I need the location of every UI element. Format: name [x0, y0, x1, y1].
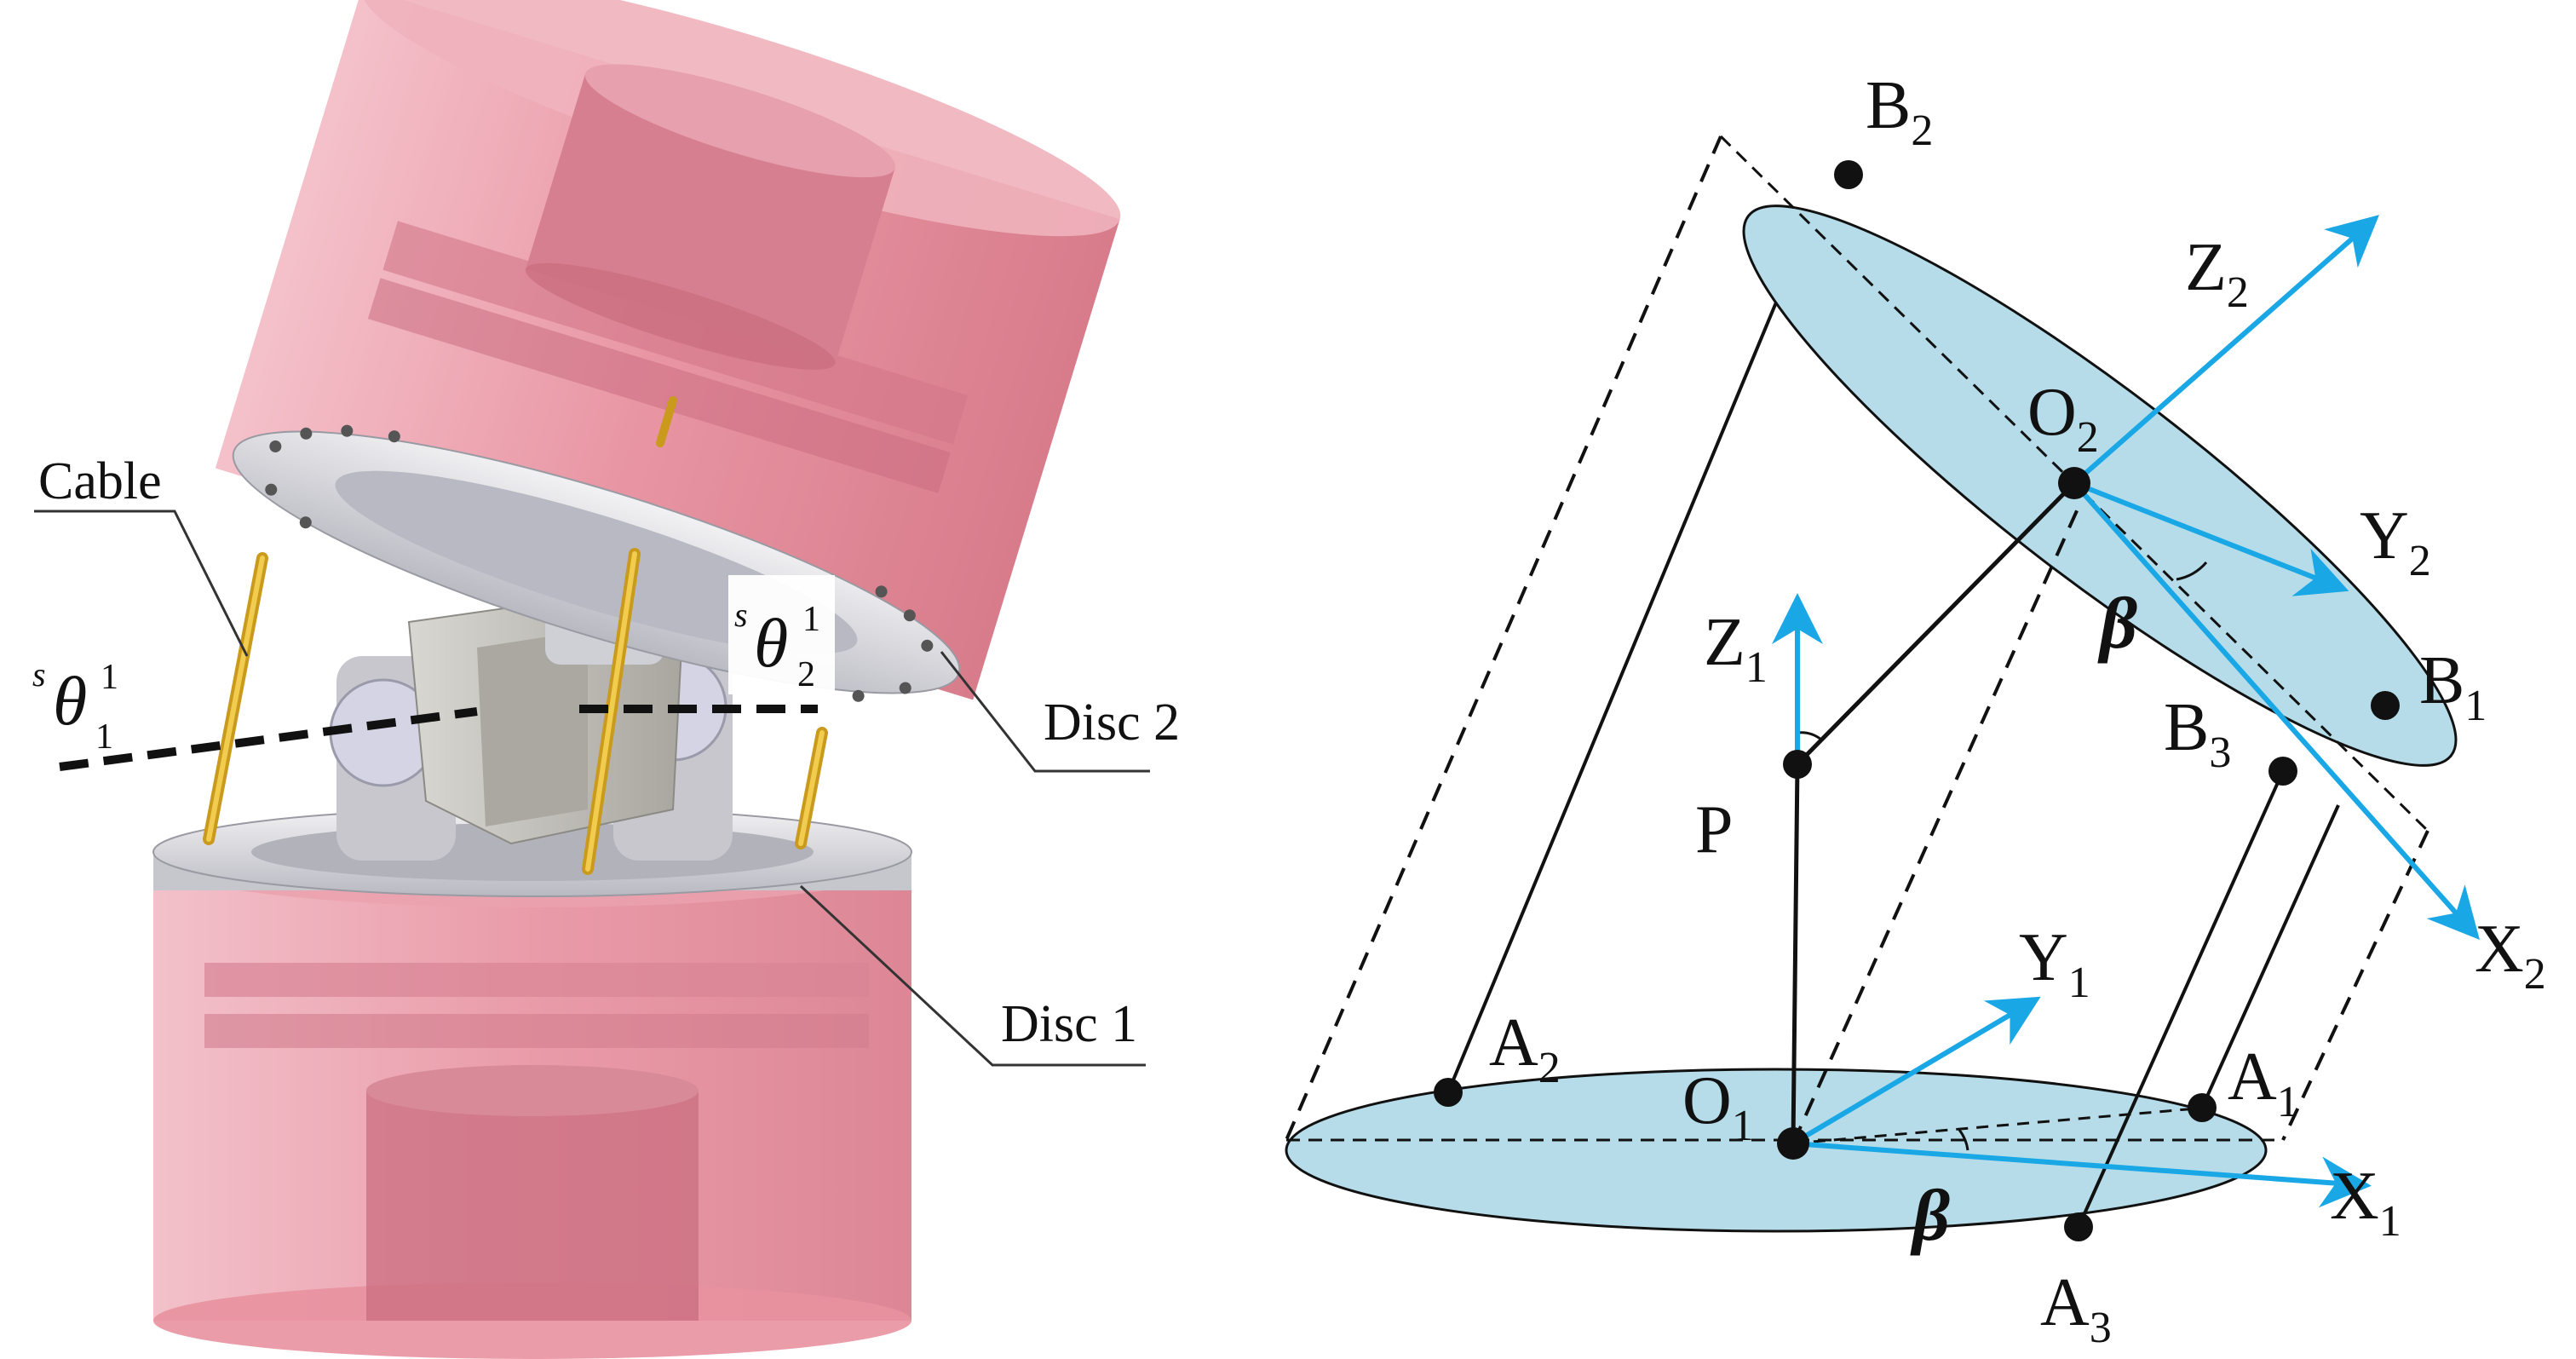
label-b3: B3	[2164, 690, 2231, 777]
disc1-leader-line	[799, 884, 1146, 1067]
label-x2: X2	[2475, 912, 2546, 999]
label-y2: Y2	[2360, 498, 2431, 585]
svg-text:1: 1	[95, 717, 113, 757]
cable-leader-line	[34, 510, 249, 657]
label-a2: A2	[1489, 1005, 1561, 1092]
theta2-label: s θ 1 2	[728, 575, 835, 694]
kinematic-schematic: B2 O2 B1 B3 P A2 O1 A1 A3 Z2 Y2 X2 Z1 Y1…	[1285, 68, 2546, 1352]
beta-label-lower: β	[1910, 1174, 1950, 1256]
theta1-dashed-line	[59, 707, 478, 771]
point-b3	[2268, 757, 2297, 786]
svg-text:1: 1	[101, 658, 118, 697]
label-z2: Z2	[2185, 230, 2249, 317]
label-o2: O2	[2027, 375, 2099, 462]
svg-text:1: 1	[802, 600, 820, 639]
axis-z2	[2073, 215, 2380, 486]
cable-a2-b2	[1446, 302, 1778, 1093]
axis-x1	[1792, 1141, 2372, 1208]
svg-text:2: 2	[797, 655, 815, 694]
angle-arc-o1	[1958, 1129, 1969, 1151]
disc1-label: Disc 1	[1001, 995, 1137, 1053]
disc-2-ellipse	[1742, 204, 2458, 767]
link-o1-p	[1791, 763, 1800, 1144]
label-y1: Y1	[2019, 920, 2090, 1007]
dashed-center-line	[1791, 506, 2080, 1144]
beta-label-upper: β	[2097, 582, 2137, 664]
point-o1	[1777, 1127, 1809, 1160]
cable-label: Cable	[38, 452, 162, 510]
point-a1	[2188, 1093, 2217, 1122]
angle-arc-p	[1797, 731, 1822, 741]
label-a1: A1	[2228, 1039, 2299, 1126]
axis-x2	[2072, 481, 2480, 940]
svg-text:s: s	[734, 596, 748, 634]
point-o2	[2058, 467, 2090, 499]
link-p-o2	[1796, 481, 2076, 766]
point-p	[1783, 750, 1812, 779]
svg-text:θ: θ	[53, 662, 87, 740]
disc2-leader-line	[940, 651, 1150, 773]
axis-y1	[1791, 996, 2041, 1146]
cable-a3-b3	[2077, 770, 2285, 1228]
label-o1: O1	[1682, 1063, 1754, 1150]
theta1-label: s θ 1 1	[32, 655, 118, 757]
point-b2	[1834, 160, 1863, 189]
svg-text:s: s	[32, 655, 46, 694]
point-a2	[1434, 1078, 1463, 1107]
label-b1: B1	[2419, 643, 2487, 730]
joint-render: Cable Disc 2 Disc 1 s θ 1 1 s θ 1 2	[32, 0, 1180, 1359]
label-p: P	[1695, 792, 1734, 867]
disc-1-chord	[1792, 1106, 2207, 1145]
angle-arc-o2	[2176, 561, 2208, 581]
label-a3: A3	[2040, 1265, 2112, 1352]
cable-a1-b1	[2200, 804, 2340, 1109]
axis-y2	[2073, 481, 2349, 596]
dashed-generator-left	[1285, 135, 1722, 1141]
disc-1-ellipse	[1285, 1068, 2268, 1233]
label-z1: Z1	[1704, 605, 1768, 692]
label-b2: B2	[1866, 68, 1933, 155]
dashed-generator-right	[2281, 830, 2429, 1141]
disc2-label: Disc 2	[1044, 694, 1180, 751]
svg-text:θ: θ	[754, 604, 788, 682]
cables	[203, 396, 828, 875]
disc-1-render	[152, 807, 912, 897]
label-x1: X1	[2330, 1159, 2401, 1246]
point-b1	[2371, 691, 2400, 720]
point-a3	[2064, 1212, 2093, 1241]
